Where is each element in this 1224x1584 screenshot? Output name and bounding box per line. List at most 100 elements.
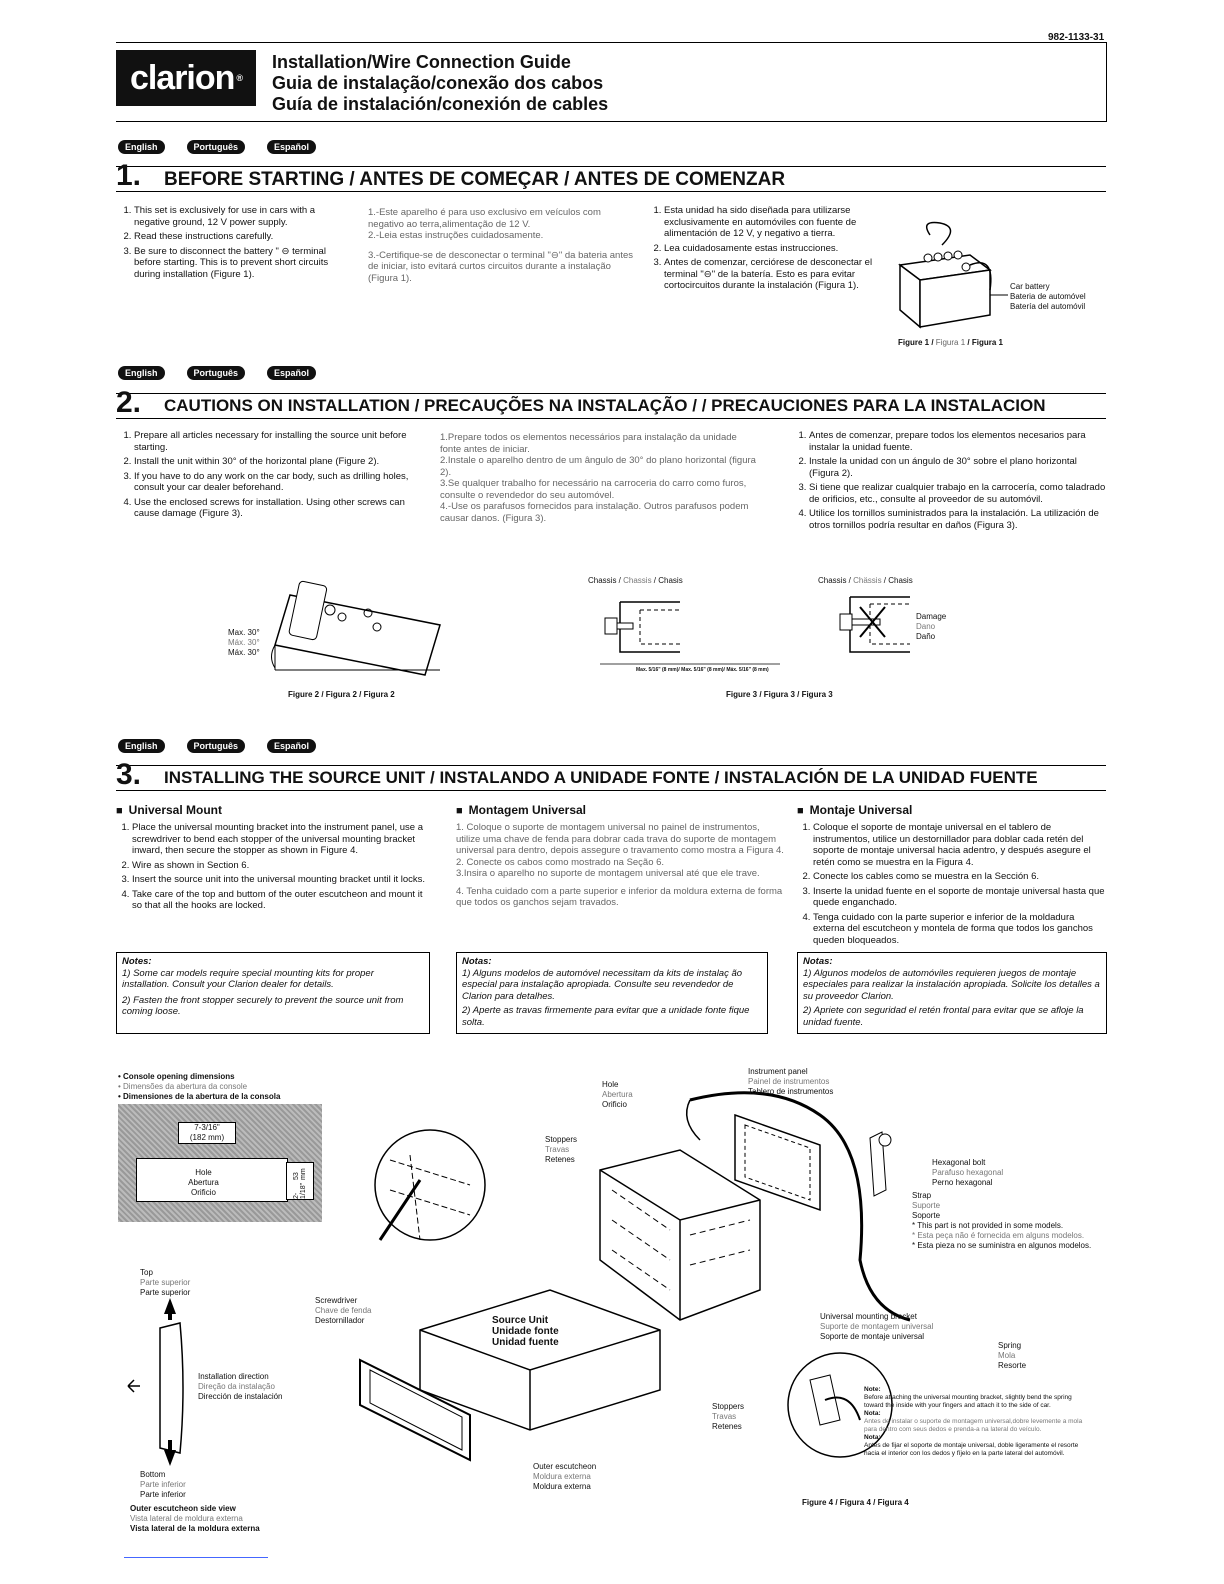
notes-heading: Notas: (803, 956, 833, 967)
s3-spanish: Coloque el soporte de montaje universal … (797, 822, 1107, 949)
hole-en: Hole (195, 1168, 212, 1177)
figure-4-caption: Figure 4 / Figura 4 / Figura 4 (802, 1498, 909, 1507)
notes-box-en: Notes: 1) Some car models require specia… (116, 952, 430, 1034)
screwdriver-labels: Screwdriver Chave de fenda Destornillado… (315, 1296, 372, 1326)
s2-portuguese: 1.Prepare todos os elementos necessários… (440, 432, 758, 524)
list-item: Tenga cuidado con la parte superior e in… (813, 912, 1107, 947)
console-dim-pt: • Dimensões da abertura da console (118, 1082, 248, 1091)
spring-pt: Mola (998, 1351, 1016, 1360)
list-item: Conecte los cables como se muestra en la… (813, 871, 1107, 883)
list-item: Utilice los tornillos suministrados para… (809, 508, 1106, 531)
note-item: 1) Alguns modelos de automóvel necessita… (462, 967, 743, 1002)
top-en: Top (140, 1268, 153, 1277)
hole-labels: Hole Abertura Orificio (136, 1168, 271, 1198)
spring-es: Resorte (998, 1361, 1027, 1370)
figure-3-damage-screw (839, 596, 910, 653)
chassis-pt: Chässis (853, 576, 882, 585)
list-item: Wire as shown in Section 6. (132, 860, 426, 872)
note-heading-en: Note: (864, 1386, 881, 1393)
lang-tab-espanol: Español (267, 739, 317, 753)
console-dim-es: • Dimensiones de la abertura de la conso… (118, 1092, 281, 1101)
notes-heading: Notas: (462, 956, 492, 967)
spring-labels: Spring Mola Resorte (998, 1341, 1026, 1371)
list-item: Si tiene que realizar cualquier trabajo … (809, 482, 1106, 505)
title-en: Installation/Wire Connection Guide (272, 52, 571, 72)
note-item: 2) Apriete con seguridad el retén fronta… (803, 1005, 1084, 1028)
header-box (116, 42, 1107, 122)
screwdriver-en: Screwdriver (315, 1296, 358, 1305)
section-1-number: 1. (116, 159, 142, 192)
bolt-es: Perno hexagonal (932, 1178, 993, 1187)
battery-label-pt: Bateria de automóvel (1010, 292, 1086, 301)
lang-tab-portugues: Português (186, 739, 246, 753)
source-unit-es: Unidad fuente (492, 1337, 559, 1348)
list-item: Insert the source unit into the universa… (132, 874, 426, 886)
list-item: This set is exclusively for use in cars … (134, 205, 343, 228)
fig1-en: Figure 1 (898, 338, 930, 347)
strap-en: Strap (912, 1191, 932, 1200)
top-pt: Parte superior (140, 1278, 191, 1287)
note-item: 2) Fasten the front stopper securely to … (122, 994, 404, 1018)
list-item: Antes de comenzar, cerciórese de descone… (664, 257, 880, 292)
panel-en: Instrument panel (748, 1067, 808, 1076)
s1-portuguese: 1.-Este aparelho é para uso exclusivo em… (368, 207, 636, 284)
fig1-es: Figura 1 (971, 338, 1003, 347)
list-item: Coloque el soporte de montaje universal … (813, 822, 1107, 868)
bracket-en: Universal mounting bracket (820, 1312, 917, 1321)
list-item: Install the unit within 30° of the horiz… (134, 456, 423, 468)
max-angle-labels: Max. 30° Máx. 30° Máx. 30° (228, 628, 260, 658)
stoppers-pt: Travas (545, 1145, 570, 1154)
instrument-panel-labels: Instrument panel Painel de instrumentos … (748, 1067, 833, 1097)
hole-es: Orificio (602, 1100, 627, 1109)
stoppers-labels-top: Stoppers Travas Retenes (545, 1135, 577, 1165)
list-item: 2. Conecte os cabos como mostrado na Seç… (456, 856, 665, 868)
list-item: Inserte la unidad fuente en el soporte d… (813, 886, 1107, 909)
note-pt: Antes de instalar o suporte de montagem … (864, 1418, 1083, 1433)
notes-box-pt: Notas: 1) Alguns modelos de automóvel ne… (456, 952, 768, 1034)
chassis-pt: Chassis (623, 576, 652, 585)
not-provided-en: * This part is not provided in some mode… (912, 1221, 1064, 1230)
lang-tab-portugues: Português (186, 140, 246, 154)
lang-tabs-3: English Português Español (118, 739, 338, 753)
bolt-en: Hexagonal bolt (932, 1158, 986, 1167)
notes-heading: Notes: (122, 956, 152, 967)
chassis-label-1: Chassis / Chassis / Chasis (588, 576, 683, 585)
list-item: Lea cuidadosamente estas instrucciones. (664, 243, 880, 255)
section-3-heading: 3. INSTALLING THE SOURCE UNIT / INSTALAN… (116, 758, 1106, 791)
width-mm: (182 mm) (189, 1133, 225, 1142)
lang-tab-espanol: Español (267, 366, 317, 380)
chassis-en: Chassis (818, 576, 847, 585)
side-view-en: Outer escutcheon side view (130, 1504, 236, 1513)
list-item: 3.Insira o aparelho no suporte de montag… (456, 868, 760, 879)
clarion-logo: clarion® (116, 50, 256, 106)
outer-escutcheon-en: Outer escutcheon (533, 1462, 597, 1471)
not-provided-es: * Esta pieza no se suministra en algunos… (912, 1241, 1092, 1250)
max-angle-en: Max. 30° (228, 628, 260, 637)
page-title: Installation/Wire Connection Guide Guia … (272, 52, 608, 115)
list-item: Take care of the top and buttom of the o… (132, 889, 426, 912)
list-item: 3.Se qualquer trabalho for necessário na… (440, 478, 747, 501)
hexagonal-bolt-labels: Hexagonal bolt Parafuso hexagonal Perno … (932, 1158, 1003, 1188)
panel-es: Tablero de instrumentos (748, 1087, 834, 1096)
list-item: 4.-Use os parafusos fornecidos para inst… (440, 501, 749, 524)
list-item: Antes de comenzar, prepare todos los ele… (809, 430, 1106, 453)
bracket-es: Soporte de montaje universal (820, 1332, 925, 1341)
console-dim-en: • Console opening dimensions (118, 1072, 235, 1081)
screwdriver-pt: Chave de fenda (315, 1306, 372, 1315)
hole-pointer-labels: Hole Abertura Orificio (602, 1080, 633, 1110)
lang-tab-portugues: Português (186, 366, 246, 380)
note-item: 1) Some car models require special mount… (122, 967, 374, 991)
lang-tab-english: English (118, 739, 165, 753)
hole-pt: Abertura (602, 1090, 633, 1099)
bracket-pt: Suporte de montagem universal (820, 1322, 934, 1331)
figure-3-caption: Figure 3 / Figura 3 / Figura 3 (726, 690, 833, 699)
list-item: Use the enclosed screws for installation… (134, 497, 423, 520)
screwdriver-es: Destornillador (315, 1316, 365, 1325)
list-item: 4. Tenha cuidado com a parte superior e … (456, 885, 783, 909)
battery-labels: Car battery Bateria de automóvel Batería… (1010, 282, 1086, 312)
document-number: 982-1133-31 (1048, 32, 1105, 43)
figure-1-caption: Figure 1 / Figura 1 / Figura 1 (898, 338, 1003, 347)
fig1-pt: Figura 1 (935, 338, 966, 347)
not-provided-pt: * Esta peça não é fornecida em alguns mo… (912, 1231, 1085, 1240)
